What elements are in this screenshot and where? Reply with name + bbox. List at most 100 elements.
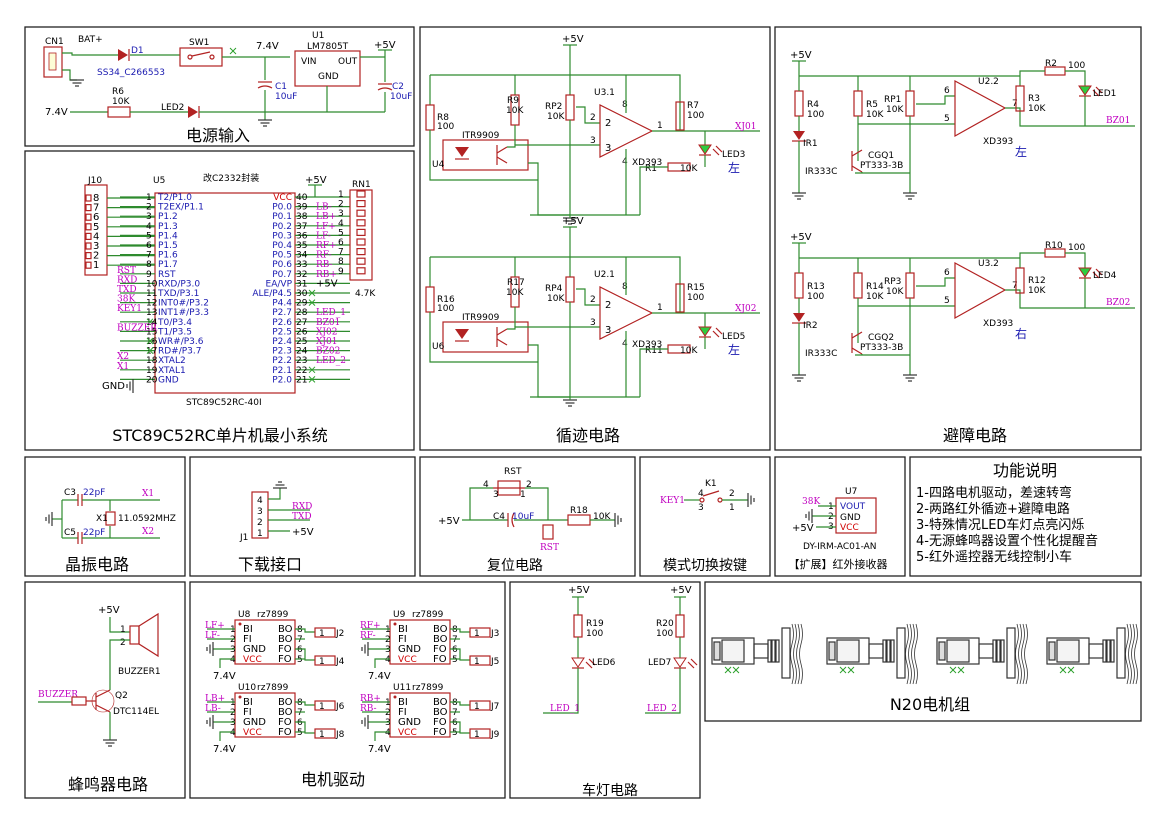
u7-pin: 2 bbox=[828, 512, 834, 522]
wire bbox=[507, 144, 600, 148]
mcu-pin-number: 28 bbox=[296, 308, 308, 318]
resistor-icon bbox=[675, 614, 685, 638]
pin-number: 4 bbox=[230, 655, 236, 665]
mcu-pin-name: P0.5 bbox=[272, 251, 292, 261]
wire bbox=[295, 628, 315, 633]
res-label: R8 bbox=[437, 113, 449, 123]
mcu-pin-name: RXD/P3.0 bbox=[158, 279, 200, 289]
n20-body bbox=[946, 639, 970, 663]
power-title: 电源输入 bbox=[186, 126, 250, 145]
mcu-pin-number: 1 bbox=[146, 193, 152, 203]
pin-name: FO bbox=[278, 717, 292, 728]
led-label: LED7 bbox=[648, 658, 671, 668]
res-value: 100 bbox=[656, 629, 673, 639]
pin-name: FO bbox=[433, 644, 447, 655]
plus5v-label: +5V bbox=[374, 40, 396, 51]
reset-plus5v: +5V bbox=[438, 516, 460, 527]
mcu-pin-number: 4 bbox=[146, 222, 152, 232]
u5-label: U5 bbox=[153, 176, 165, 186]
buzzer-plus5v: +5V bbox=[98, 605, 120, 616]
rn1-element bbox=[356, 209, 366, 217]
mcu-pin-name: P0.0 bbox=[272, 203, 292, 213]
x1-value: 11.0592MHZ bbox=[118, 514, 176, 524]
section-frames bbox=[24, 26, 1142, 799]
led-label: LED6 bbox=[592, 658, 616, 668]
pin-name: VCC bbox=[398, 728, 417, 738]
mcu-pin-number: 40 bbox=[296, 193, 308, 203]
j1-pin: 3 bbox=[257, 507, 263, 517]
connector-label: J8 bbox=[335, 730, 345, 740]
avoid-net: BZ01 bbox=[1106, 116, 1130, 126]
mcu-pin-name: INT1#/P3.3 bbox=[158, 308, 209, 318]
side-label: 左 bbox=[1015, 144, 1027, 159]
pin-number: 1 bbox=[319, 657, 325, 667]
mcu-pin-number: 30 bbox=[296, 289, 308, 299]
resistor-icon bbox=[565, 94, 575, 121]
res-value: 100 bbox=[807, 110, 824, 120]
ground-icon bbox=[791, 374, 807, 382]
ir-receiver-circuit: U7 VOUT GND VCC 1 2 3 38K +5V DY-IRM-AC0… bbox=[792, 487, 877, 552]
pin-pad bbox=[85, 242, 92, 250]
r18-label: R18 bbox=[570, 506, 588, 516]
mcu-pin-number: 6 bbox=[146, 241, 152, 251]
pin-number: 2 bbox=[605, 300, 611, 311]
pin-number: 2 bbox=[230, 708, 236, 718]
wire bbox=[219, 658, 235, 668]
pin-number: 5 bbox=[944, 114, 950, 124]
ir-title: 【扩展】红外接收器 bbox=[789, 557, 888, 571]
j10-pin: 3 bbox=[93, 241, 99, 252]
wire bbox=[430, 256, 681, 312]
mcu-plus5v: +5V bbox=[305, 175, 327, 186]
rn1-element bbox=[356, 248, 366, 256]
res-label: R13 bbox=[807, 282, 825, 292]
c3-label: C3 bbox=[64, 488, 76, 498]
mcu-pin-name: INT0#/P3.2 bbox=[158, 299, 209, 309]
mcu-pin-number: 18 bbox=[146, 356, 158, 366]
pin-number: 3 bbox=[230, 645, 236, 655]
mcu-pin-name: P1.6 bbox=[158, 251, 178, 261]
itr-label: ITR9909 bbox=[462, 131, 500, 141]
mode-net-key1: KEY1 bbox=[660, 496, 685, 506]
n20-wheel-tread bbox=[1131, 623, 1135, 685]
res-label: R15 bbox=[687, 283, 705, 293]
mcu-pin-name: XTAL2 bbox=[158, 356, 186, 366]
wire bbox=[916, 277, 955, 287]
n20-gearbox bbox=[1088, 643, 1104, 659]
resistor-icon bbox=[1015, 267, 1025, 294]
wire bbox=[585, 661, 593, 669]
pin-name: BO bbox=[433, 697, 448, 708]
wire bbox=[295, 721, 315, 734]
pin-name: BO bbox=[278, 697, 293, 708]
n20-wheel-tread bbox=[793, 623, 797, 685]
pin-name: GND bbox=[243, 717, 266, 728]
ground-icon bbox=[902, 374, 918, 382]
sw1-label: SW1 bbox=[189, 38, 209, 48]
ir-label: IR2 bbox=[803, 321, 818, 331]
mcu-net-label: BZ01 bbox=[316, 318, 340, 328]
rst-pin: 2 bbox=[526, 480, 532, 490]
wire bbox=[576, 106, 600, 124]
buzzer-title: 蜂鸣器电路 bbox=[68, 775, 148, 794]
mcu-pin-number: 29 bbox=[296, 299, 308, 309]
ground-icon bbox=[902, 192, 918, 200]
mcu-pin-name: P0.4 bbox=[272, 241, 292, 251]
mcu-pin-number: 16 bbox=[146, 337, 158, 347]
led-icon bbox=[698, 326, 723, 338]
out-pin: OUT bbox=[338, 57, 358, 67]
pin-pad bbox=[85, 252, 92, 260]
pin-number: 5 bbox=[452, 655, 458, 665]
wire bbox=[690, 658, 698, 666]
rn1-element bbox=[356, 238, 366, 246]
resistor-icon bbox=[905, 90, 915, 117]
mode-circuit: K1 KEY1 4 3 2 1 bbox=[660, 479, 755, 513]
pot-value: 10K bbox=[547, 112, 565, 122]
no-connect-icon bbox=[724, 666, 732, 674]
buzzer-net: BUZZER bbox=[38, 690, 78, 700]
resistor-icon bbox=[675, 101, 685, 131]
ir-led-icon bbox=[455, 329, 469, 339]
pin-number: 1 bbox=[657, 121, 663, 131]
driver-part: rz7899 bbox=[257, 683, 289, 693]
no-connect-icon bbox=[1059, 666, 1067, 674]
pin-name: VCC bbox=[243, 728, 262, 738]
wire bbox=[496, 328, 508, 336]
